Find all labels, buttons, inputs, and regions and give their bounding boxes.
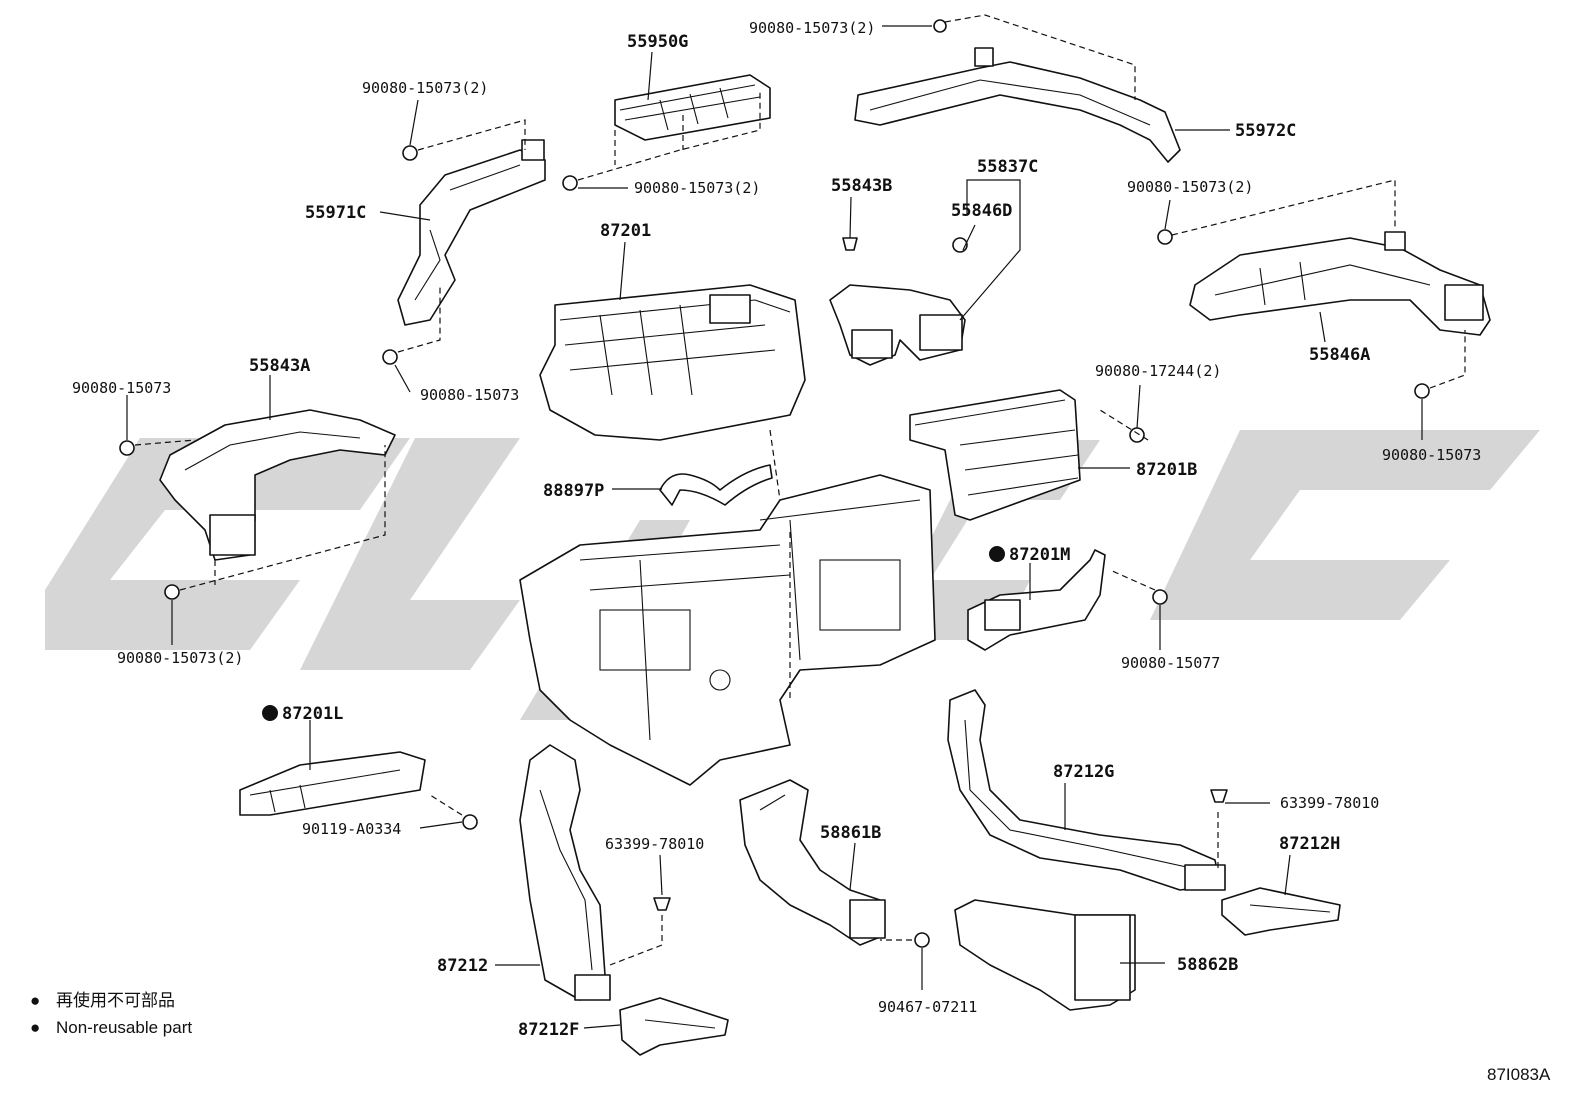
label-55837C: 55837C xyxy=(977,157,1038,177)
label-90080-17244-2: 90080-17244(2) xyxy=(1095,362,1221,380)
part-58862B xyxy=(954,899,1136,1011)
legend: ● 再使用不可部品 ● Non-reusable part xyxy=(30,990,192,1037)
part-58861B xyxy=(739,779,886,946)
label-90080-15073-left: 90080-15073 xyxy=(72,379,171,397)
label-90080-15073-mid: 90080-15073 xyxy=(420,386,519,404)
label-58862B: 58862B xyxy=(1177,955,1238,975)
part-87212F xyxy=(619,997,729,1056)
legend-text-en: Non-reusable part xyxy=(56,1018,192,1037)
label-87212H: 87212H xyxy=(1279,834,1340,854)
figure-code: 87I083A xyxy=(1487,1065,1551,1084)
label-87201: 87201 xyxy=(600,221,651,241)
label-55846A: 55846A xyxy=(1309,345,1370,365)
label-90080-15073-2-right: 90080-15073(2) xyxy=(1127,178,1253,196)
assembly-dashed-lines xyxy=(134,14,1466,966)
legend-marker-1: ● xyxy=(30,991,40,1010)
label-90080-15073-2-bottomleft: 90080-15073(2) xyxy=(117,649,243,667)
part-55837C xyxy=(829,237,968,366)
part-labels: 55950G 90080-15073(2) 55972C 90080-15073… xyxy=(72,19,1481,1040)
part-87201 xyxy=(539,284,806,441)
part-87201B xyxy=(909,389,1081,521)
label-90080-15073-2-b: 90080-15073(2) xyxy=(634,179,760,197)
label-87212F: 87212F xyxy=(518,1020,579,1040)
leader-lines xyxy=(126,25,1423,1029)
label-87212: 87212 xyxy=(437,956,488,976)
label-55971C: 55971C xyxy=(305,203,366,223)
label-63399-78010-r: 63399-78010 xyxy=(1280,794,1379,812)
label-55846D: 55846D xyxy=(951,201,1012,221)
label-58861B: 58861B xyxy=(820,823,881,843)
part-hvac-housing xyxy=(519,474,936,786)
label-63399-78010-l: 63399-78010 xyxy=(605,835,704,853)
part-55971C xyxy=(397,139,546,326)
label-87201M-group: 87201M xyxy=(989,545,1070,565)
label-55972C: 55972C xyxy=(1235,121,1296,141)
label-90080-15073-farright: 90080-15073 xyxy=(1382,446,1481,464)
part-87212 xyxy=(519,744,611,1001)
part-55950G xyxy=(614,74,771,141)
label-87201L-group: 87201L xyxy=(262,704,343,724)
part-87201L xyxy=(239,751,426,816)
part-87212H xyxy=(1221,887,1341,936)
label-55843B: 55843B xyxy=(831,176,892,196)
part-55843A xyxy=(159,409,396,561)
label-87201M: 87201M xyxy=(1009,545,1070,565)
label-90467-07211: 90467-07211 xyxy=(878,998,977,1016)
part-88897P xyxy=(659,464,773,506)
label-55950G: 55950G xyxy=(627,32,688,52)
label-88897P: 88897P xyxy=(543,481,604,501)
label-87201L: 87201L xyxy=(282,704,343,724)
legend-marker-2: ● xyxy=(30,1018,40,1037)
label-90080-15077: 90080-15077 xyxy=(1121,654,1220,672)
fastener-icons xyxy=(119,19,1430,948)
part-55846A xyxy=(1189,231,1491,336)
label-90119-A0334: 90119-A0334 xyxy=(302,820,401,838)
label-87212G: 87212G xyxy=(1053,762,1114,782)
part-87212G xyxy=(947,689,1226,891)
label-90080-15073-2-top: 90080-15073(2) xyxy=(749,19,875,37)
legend-text-ja: 再使用不可部品 xyxy=(56,990,175,1010)
label-87201B: 87201B xyxy=(1136,460,1197,480)
label-90080-15073-2-a: 90080-15073(2) xyxy=(362,79,488,97)
part-55972C xyxy=(854,47,1181,163)
part-87201M xyxy=(967,549,1106,651)
label-55843A: 55843A xyxy=(249,356,310,376)
